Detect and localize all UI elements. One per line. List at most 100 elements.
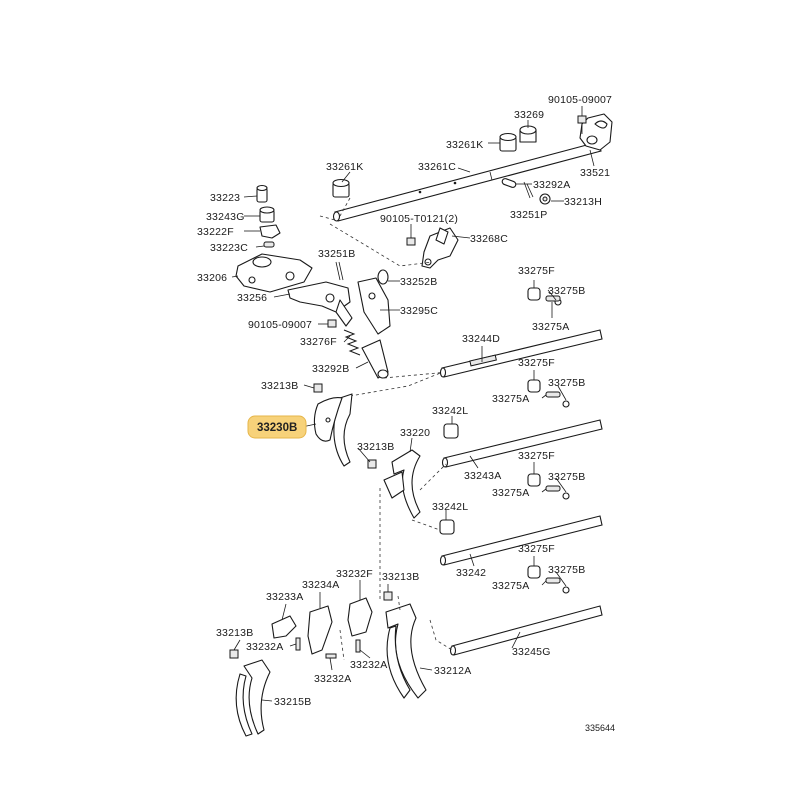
screw-33251p[interactable] [523, 181, 534, 199]
fitting-33275f-2[interactable] [527, 379, 541, 393]
screw-33213b-4[interactable] [229, 649, 239, 659]
label-33245g[interactable]: 33245G [512, 646, 551, 658]
rail-33242[interactable] [439, 515, 603, 566]
block-33233a[interactable] [271, 615, 297, 639]
rail-33243a[interactable] [441, 419, 603, 468]
label-33256[interactable]: 33256 [237, 292, 267, 304]
label-33234a[interactable]: 33234A [302, 579, 339, 591]
label-33275a-2[interactable]: 33275A [492, 393, 529, 405]
label-33243g[interactable]: 33243G [206, 211, 245, 223]
label-33252b[interactable]: 33252B [400, 276, 437, 288]
label-33269[interactable]: 33269 [514, 109, 544, 121]
ball-33275b-3[interactable] [562, 492, 570, 500]
label-33275a-1[interactable]: 33275A [532, 321, 569, 333]
shaft-33261c[interactable] [332, 141, 602, 222]
label-33242l-1[interactable]: 33242L [432, 405, 468, 417]
label-33261k-left[interactable]: 33261K [326, 161, 363, 173]
screw-33275a-2[interactable] [545, 391, 561, 398]
label-33232a-3[interactable]: 33232A [350, 659, 387, 671]
label-33232a-2[interactable]: 33232A [314, 673, 351, 685]
housing-33206[interactable] [235, 253, 313, 293]
fitting-33275f-3[interactable] [527, 473, 541, 487]
block-33232f[interactable] [347, 597, 373, 637]
label-33230b[interactable]: 33230B [257, 422, 297, 434]
part-33223c[interactable] [263, 241, 275, 248]
label-33243a[interactable]: 33243A [464, 470, 501, 482]
joint-33521[interactable] [579, 113, 613, 151]
label-33275f-3[interactable]: 33275F [518, 450, 555, 462]
collar-33269[interactable] [519, 125, 537, 143]
pin-33223[interactable] [256, 184, 268, 203]
block-33234a[interactable] [307, 605, 333, 655]
plug-33213h[interactable] [539, 193, 551, 205]
bushing-33242l-2[interactable] [439, 519, 455, 535]
label-90105-t0121[interactable]: 90105-T0121(2) [380, 213, 458, 225]
fitting-33275f-4[interactable] [527, 565, 541, 579]
bushing-33261k-right[interactable] [499, 132, 517, 152]
label-33213b-2[interactable]: 33213B [357, 441, 394, 453]
label-33213b-4[interactable]: 33213B [216, 627, 253, 639]
label-33242l-2[interactable]: 33242L [432, 501, 468, 513]
label-33275b-4[interactable]: 33275B [548, 564, 585, 576]
lever-33256[interactable] [287, 281, 353, 327]
label-33242[interactable]: 33242 [456, 567, 486, 579]
bushing-33261k-left[interactable] [332, 178, 350, 198]
label-33521[interactable]: 33521 [580, 167, 610, 179]
label-33233a[interactable]: 33233A [266, 591, 303, 603]
pin-33292b[interactable] [361, 339, 389, 379]
label-33275b-3[interactable]: 33275B [548, 471, 585, 483]
label-33275b-1[interactable]: 33275B [548, 285, 585, 297]
label-33268c[interactable]: 33268C [470, 233, 508, 245]
label-90105-09007-mid[interactable]: 90105-09007 [248, 319, 312, 331]
label-33251p[interactable]: 33251P [510, 209, 547, 221]
label-33292a[interactable]: 33292A [533, 179, 570, 191]
label-33261k-right[interactable]: 33261K [446, 139, 483, 151]
screw-33213b-3[interactable] [383, 591, 393, 601]
label-33222f[interactable]: 33222F [197, 226, 234, 238]
label-90105-09007-top[interactable]: 90105-09007 [548, 94, 612, 106]
pin-33292a[interactable] [501, 178, 517, 188]
label-33275b-2[interactable]: 33275B [548, 377, 585, 389]
fork-33220[interactable] [383, 449, 421, 519]
label-33223[interactable]: 33223 [210, 192, 240, 204]
label-33232f[interactable]: 33232F [336, 568, 373, 580]
bolt-90105-t0121[interactable] [406, 224, 416, 246]
label-33232a-1[interactable]: 33232A [246, 641, 283, 653]
label-33213h[interactable]: 33213H [564, 196, 602, 208]
label-33275f-4[interactable]: 33275F [518, 543, 555, 555]
plate-33295c[interactable] [357, 277, 391, 335]
label-33213b-3[interactable]: 33213B [382, 571, 419, 583]
ball-33275b-2[interactable] [562, 400, 570, 408]
label-33212a[interactable]: 33212A [434, 665, 471, 677]
screw-33213b-2[interactable] [367, 459, 377, 469]
rail-33245g[interactable] [449, 605, 603, 656]
ball-33275b-4[interactable] [562, 586, 570, 594]
label-33276f[interactable]: 33276F [300, 336, 337, 348]
bushing-33242l-1[interactable] [443, 423, 459, 439]
label-33223c[interactable]: 33223C [210, 242, 248, 254]
screw-33275a-4[interactable] [545, 577, 561, 584]
rail-33244d[interactable] [439, 329, 603, 378]
screw-33251b[interactable] [335, 261, 344, 281]
pin-33232a-2[interactable] [325, 653, 337, 659]
label-33275a-4[interactable]: 33275A [492, 580, 529, 592]
label-33244d[interactable]: 33244D [462, 333, 500, 345]
pin-33232a-3[interactable] [355, 639, 361, 653]
label-33220[interactable]: 33220 [400, 427, 430, 439]
label-33275a-3[interactable]: 33275A [492, 487, 529, 499]
screw-33275a-3[interactable] [545, 485, 561, 492]
fork-33215b[interactable] [235, 659, 271, 737]
bushing-33243g[interactable] [259, 206, 275, 223]
label-33206[interactable]: 33206 [197, 272, 227, 284]
label-33261c[interactable]: 33261C [418, 161, 456, 173]
fork-33230b[interactable] [313, 393, 353, 467]
bolt-90105-09007-mid[interactable] [327, 319, 337, 328]
label-33213b-1[interactable]: 33213B [261, 380, 298, 392]
bracket-33268c[interactable] [421, 227, 459, 269]
label-33275f-1[interactable]: 33275F [518, 265, 555, 277]
label-33295c[interactable]: 33295C [400, 305, 438, 317]
pin-33232a-1[interactable] [295, 637, 301, 651]
screw-33213b-1[interactable] [313, 383, 323, 393]
spring-33276f[interactable] [343, 329, 361, 356]
label-33251b[interactable]: 33251B [318, 248, 355, 260]
